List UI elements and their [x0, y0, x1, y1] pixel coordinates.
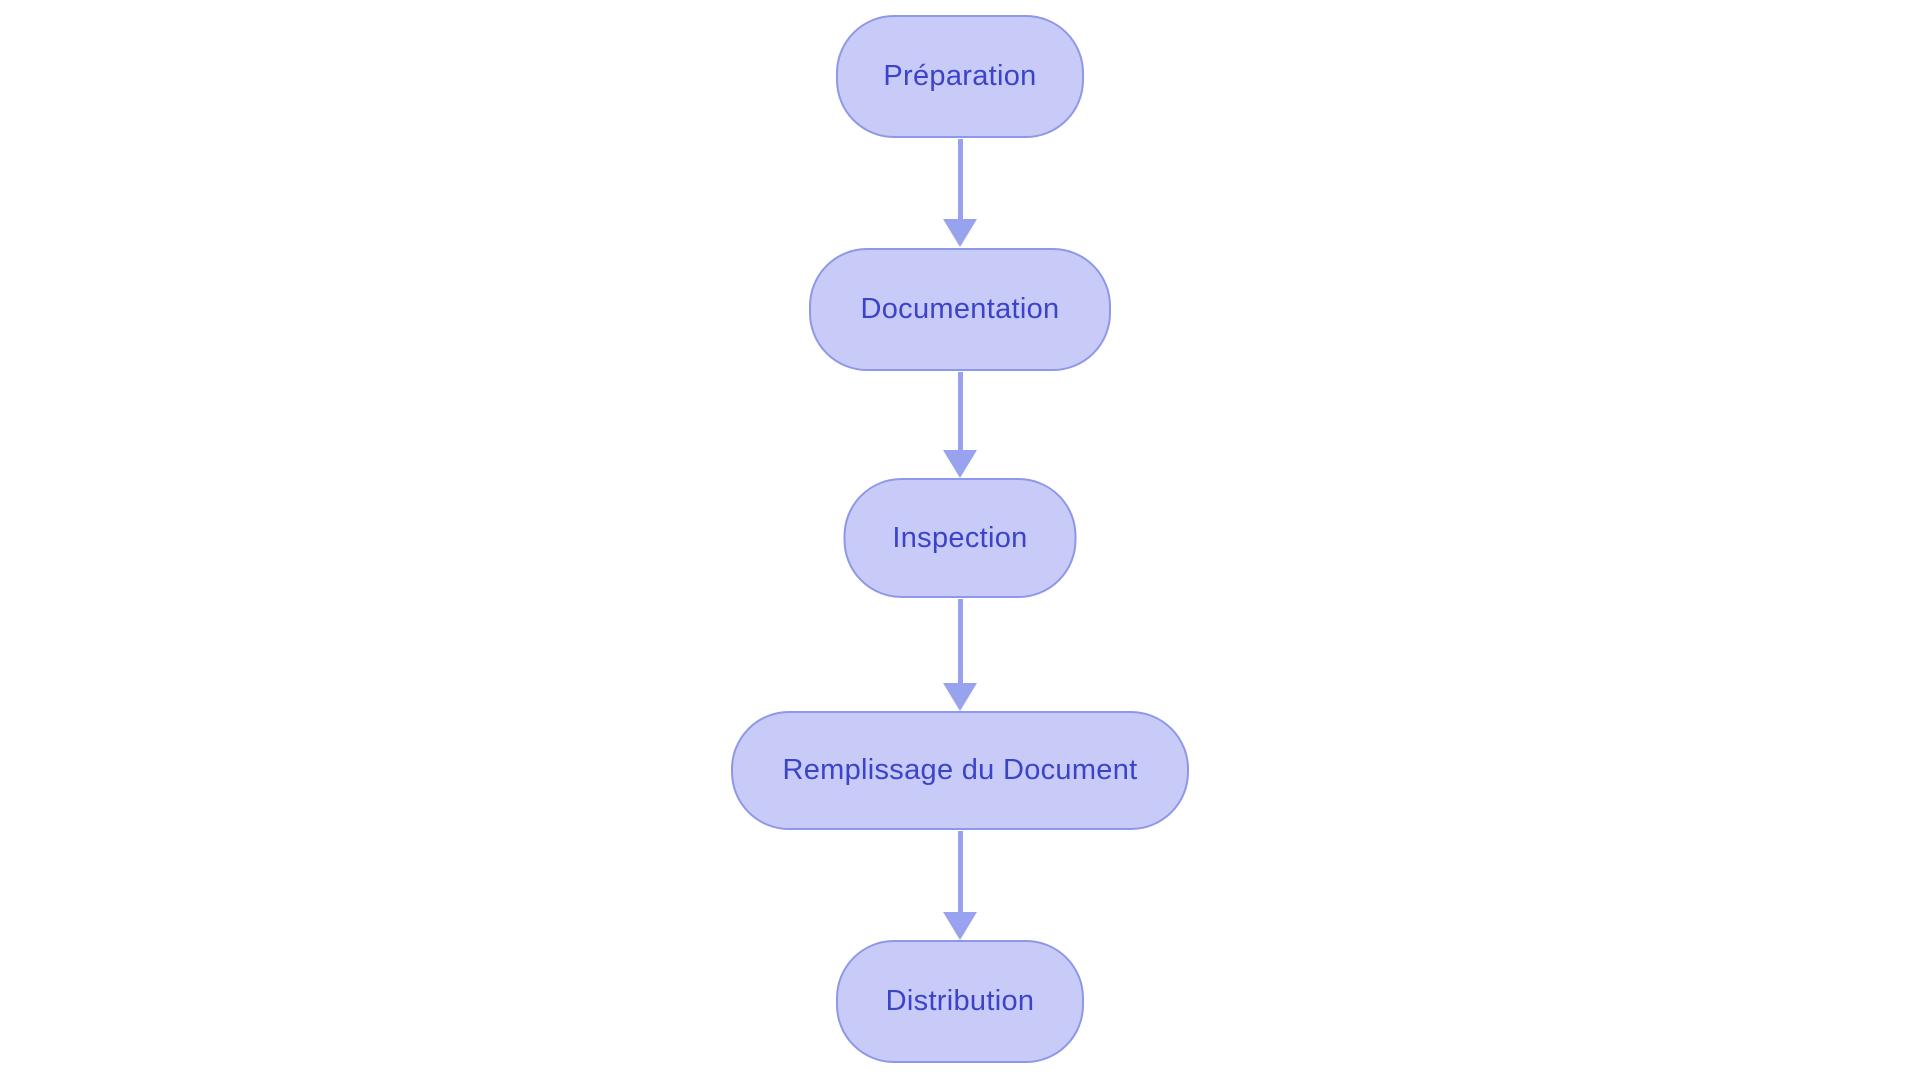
flow-node-remplissage-du-document: Remplissage du Document: [731, 711, 1189, 830]
connector-arrow-3: [943, 599, 977, 711]
flow-node-preparation: Préparation: [836, 15, 1084, 138]
arrow-stem: [957, 372, 963, 450]
arrowhead-down-icon: [943, 912, 977, 940]
arrowhead-down-icon: [943, 219, 977, 247]
node-label-remplissage-du-document: Remplissage du Document: [782, 754, 1138, 786]
flow-node-inspection: Inspection: [843, 478, 1077, 598]
flow-node-distribution: Distribution: [836, 940, 1084, 1063]
arrow-stem: [957, 599, 963, 683]
arrow-stem: [957, 139, 963, 219]
connector-arrow-2: [943, 372, 977, 478]
node-label-documentation: Documentation: [860, 293, 1060, 325]
connector-arrow-4: [943, 831, 977, 940]
arrowhead-down-icon: [943, 450, 977, 478]
connector-arrow-1: [943, 139, 977, 247]
node-label-inspection: Inspection: [892, 521, 1028, 554]
node-label-distribution: Distribution: [885, 985, 1035, 1017]
arrowhead-down-icon: [943, 683, 977, 711]
arrow-stem: [957, 831, 963, 912]
flow-node-documentation: Documentation: [809, 248, 1111, 371]
node-label-preparation: Préparation: [883, 60, 1037, 92]
